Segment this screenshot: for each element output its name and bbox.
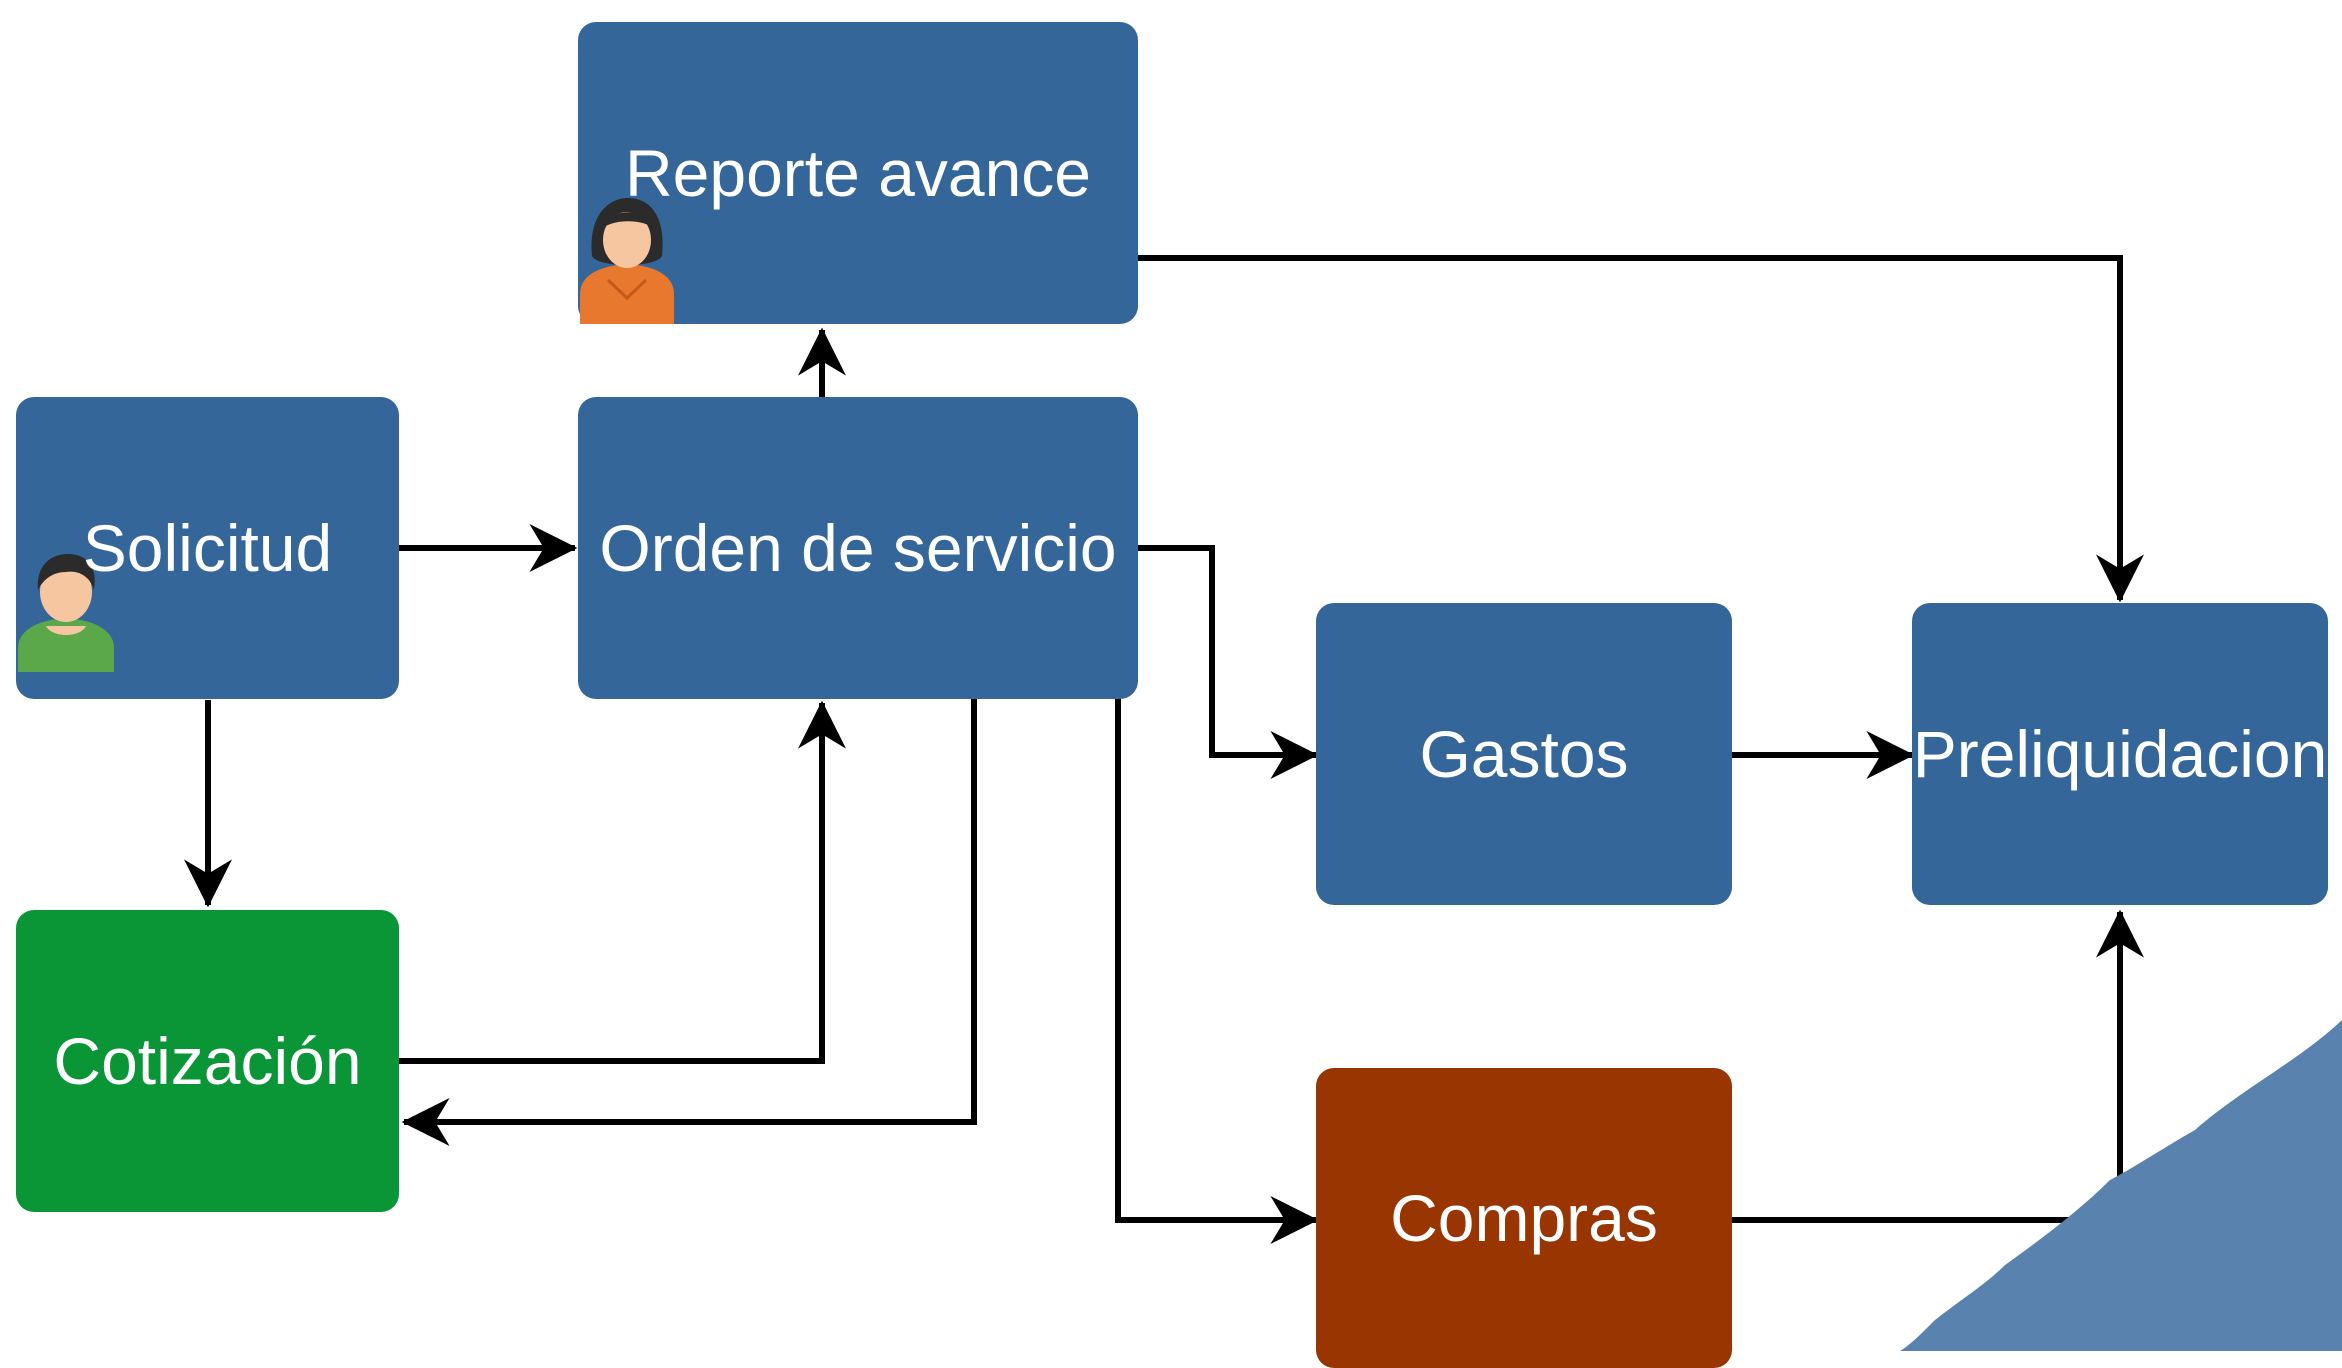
node-reporte-avance[interactable]: Reporte avance	[578, 22, 1138, 324]
user-icon	[18, 554, 114, 672]
edge-reporte-preliquidacion	[1138, 255, 2144, 603]
node-gastos-label: Gastos	[1419, 717, 1629, 791]
node-reporte-avance-label: Reporte avance	[625, 136, 1091, 210]
edge-cotizacion-orden	[398, 700, 846, 1064]
edge-orden-compras	[1115, 698, 1319, 1244]
node-preliquidacion-label: Preliquidacion	[1912, 717, 2328, 791]
node-orden-de-servicio-label: Orden de servicio	[599, 511, 1117, 585]
node-cotizacion-label: Cotización	[53, 1024, 362, 1098]
node-compras[interactable]: Compras	[1316, 1068, 1732, 1368]
edge-compras-preliquidacion	[1732, 909, 2144, 1223]
node-preliquidacion[interactable]: Preliquidacion	[1912, 603, 2328, 905]
node-compras-label: Compras	[1390, 1181, 1658, 1255]
node-cotizacion[interactable]: Cotización	[16, 910, 399, 1212]
node-orden-de-servicio[interactable]: Orden de servicio	[578, 397, 1138, 699]
female-user-icon	[580, 198, 674, 324]
node-gastos[interactable]: Gastos	[1316, 603, 1732, 905]
node-solicitud-label: Solicitud	[82, 511, 333, 585]
edge-orden-cotizacion	[401, 698, 977, 1146]
edge-orden-gastos	[1138, 545, 1319, 779]
